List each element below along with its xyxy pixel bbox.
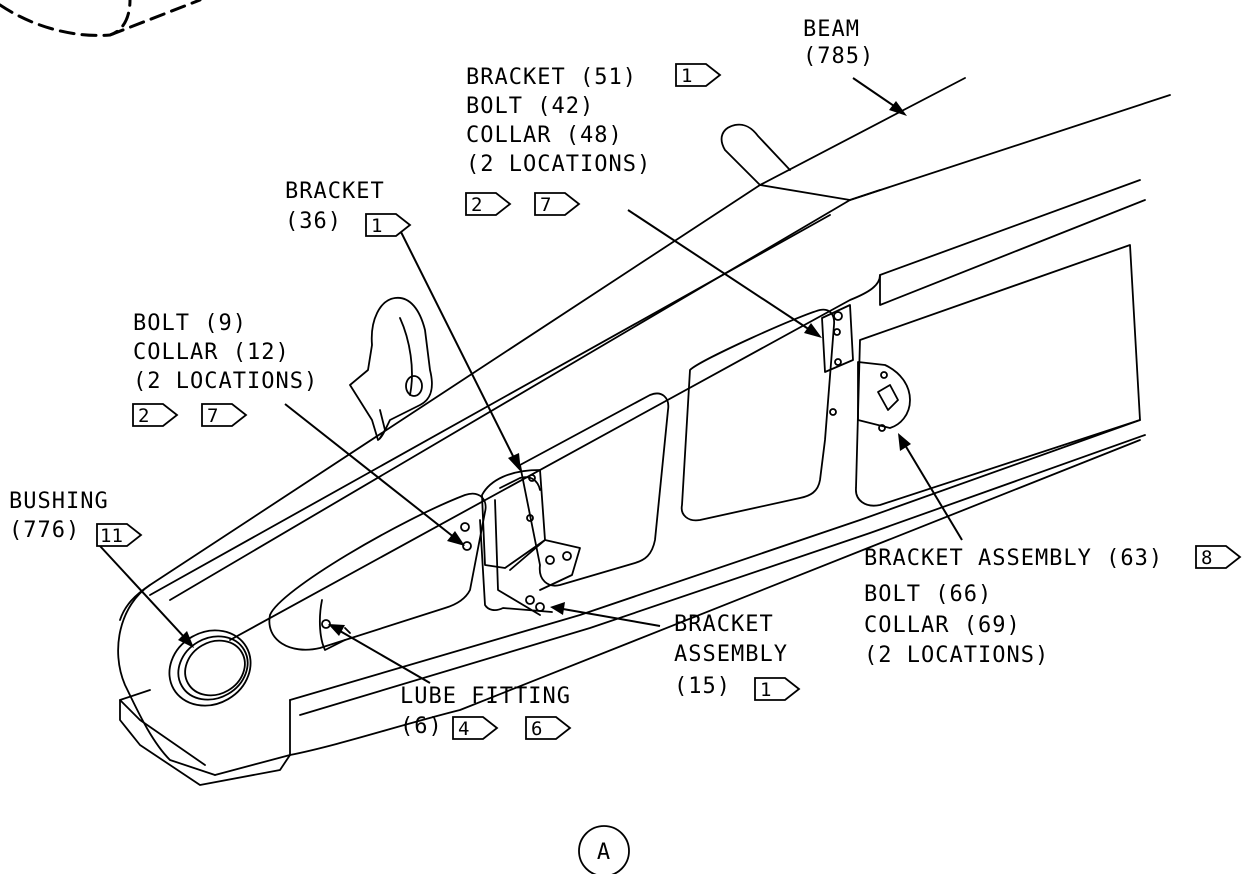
flag-note-number: 2 xyxy=(138,405,149,427)
bracket-51-part xyxy=(821,304,854,416)
callout-lube-fitting: LUBE FITTING (6) 4 6 xyxy=(400,684,572,740)
flag-note-2: 2 xyxy=(465,192,512,216)
flag-note-number: 1 xyxy=(371,215,382,237)
callout-bracket-51-line-4: (2 LOCATIONS) xyxy=(466,152,651,177)
flag-note-7: 7 xyxy=(201,403,248,427)
flag-note-number: 7 xyxy=(207,405,218,427)
callout-beam: BEAM (785) xyxy=(803,17,874,69)
flag-note-number: 1 xyxy=(681,65,692,87)
callout-bracket-assembly-15-line-3: (15) xyxy=(674,674,731,699)
flag-note-8: 8 xyxy=(1195,545,1242,569)
callout-bracket-assembly-15-line-1: BRACKET xyxy=(674,612,774,637)
flag-note-4: 4 xyxy=(452,716,499,740)
callout-bracket-36-line-2: (36) xyxy=(285,209,342,234)
callout-bracket-51-line-1: BRACKET (51) xyxy=(466,65,637,90)
flag-note-1: 1 xyxy=(675,63,722,87)
flag-note-2: 2 xyxy=(132,403,179,427)
callout-bracket-assembly-63: BRACKET ASSEMBLY (63) BOLT (66) COLLAR (… xyxy=(864,545,1242,668)
callout-bracket-assembly-15: BRACKET ASSEMBLY (15) 1 xyxy=(674,612,801,701)
callout-bracket-assembly-63-line-2: BOLT (66) xyxy=(864,582,992,607)
callout-bracket-51-line-3: COLLAR (48) xyxy=(466,123,623,148)
callout-bolt-9-line-1: BOLT (9) xyxy=(133,311,247,336)
callout-bracket-assembly-63-line-3: COLLAR (69) xyxy=(864,613,1021,638)
dashed-detail-outline xyxy=(0,0,202,37)
bracket-63-part xyxy=(857,361,911,432)
callout-beam-line-2: (785) xyxy=(803,44,874,69)
callout-bushing-line-2: (776) xyxy=(9,518,80,543)
lube-fitting-part xyxy=(318,599,351,651)
callout-bushing: BUSHING (776) 11 xyxy=(9,489,143,547)
flag-note-11: 11 xyxy=(96,523,143,547)
flag-note-number: 4 xyxy=(458,718,469,740)
leader-lines xyxy=(99,77,963,684)
callout-bracket-36-line-1: BRACKET xyxy=(285,179,385,204)
callout-bracket-51-line-2: BOLT (42) xyxy=(466,94,594,119)
callout-lube-fitting-line-1: LUBE FITTING xyxy=(400,684,571,709)
flag-note-number: 8 xyxy=(1201,547,1212,569)
flag-note-7: 7 xyxy=(534,192,581,216)
view-label-letter: A xyxy=(597,840,611,865)
flag-note-number: 1 xyxy=(760,679,771,701)
callout-bracket-assembly-63-line-1: BRACKET ASSEMBLY (63) xyxy=(864,546,1163,571)
beam-body xyxy=(117,77,1171,786)
flag-note-1: 1 xyxy=(365,213,412,237)
flag-note-number: 7 xyxy=(540,194,551,216)
flag-note-number: 11 xyxy=(100,525,123,547)
flag-note-number: 6 xyxy=(531,718,542,740)
flag-note-6: 6 xyxy=(525,716,572,740)
flag-note-number: 2 xyxy=(471,194,482,216)
callout-bolt-9-line-2: COLLAR (12) xyxy=(133,340,290,365)
callout-bracket-51: BRACKET (51) BOLT (42) COLLAR (48) (2 LO… xyxy=(465,63,722,216)
callout-bolt-9: BOLT (9) COLLAR (12) (2 LOCATIONS) 2 7 xyxy=(132,311,318,427)
callout-bushing-line-1: BUSHING xyxy=(9,489,109,514)
callout-bracket-36: BRACKET (36) 1 xyxy=(285,179,412,237)
callout-bracket-assembly-63-line-4: (2 LOCATIONS) xyxy=(864,643,1049,668)
bracket-36-part xyxy=(460,469,581,616)
callout-lube-fitting-line-2: (6) xyxy=(400,714,443,739)
callout-bolt-9-line-3: (2 LOCATIONS) xyxy=(133,369,318,394)
side-lug xyxy=(349,297,433,441)
view-label: A xyxy=(578,825,630,874)
callout-beam-line-1: BEAM xyxy=(803,17,860,42)
callout-bracket-assembly-15-line-2: ASSEMBLY xyxy=(674,642,788,667)
flag-note-1: 1 xyxy=(754,677,801,701)
